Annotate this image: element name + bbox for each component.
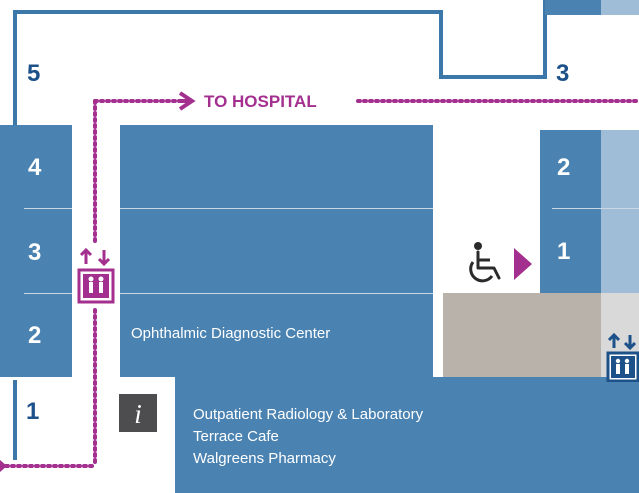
floor-3-label: 3 [28, 239, 42, 266]
floor-divider [120, 208, 433, 209]
right-floor-2-label: 2 [557, 154, 571, 181]
right-floor-1-label: 1 [557, 238, 571, 265]
right-floor-3-label: 3 [556, 60, 570, 87]
floor-divider [552, 208, 639, 209]
walgreens-pharmacy-label: Walgreens Pharmacy [193, 450, 336, 467]
floor-5-label: 5 [27, 60, 41, 87]
first-floor-block [175, 377, 639, 493]
first-floor-rooms: Outpatient Radiology & Laboratory Terrac… [193, 404, 423, 470]
info-icon: i [119, 394, 157, 432]
main-building-block [120, 125, 433, 377]
ophthalmic-diagnostic-center-label: Ophthalmic Diagnostic Center [131, 325, 331, 342]
upper-building-block [545, 0, 601, 15]
right-floor-column [540, 130, 602, 293]
elevator-icon [77, 244, 115, 309]
elevator-icon [606, 330, 639, 387]
wheelchair-accessible-icon [466, 240, 538, 291]
left-floor-column [0, 125, 72, 377]
floor-4-label: 4 [28, 154, 42, 181]
terrace-cafe-label: Terrace Cafe [193, 428, 279, 445]
right-floor-column-light [601, 130, 639, 293]
outpatient-radiology-label: Outpatient Radiology & Laboratory [193, 406, 424, 423]
floor-divider [120, 293, 433, 294]
gray-connector-area [443, 293, 602, 377]
floor-2-label: 2 [28, 322, 42, 349]
floor-1-label: 1 [26, 398, 40, 425]
floor-divider [24, 208, 72, 209]
svg-text:i: i [134, 399, 142, 429]
upper-building-block-light [601, 0, 639, 15]
floor-divider [24, 293, 72, 294]
to-hospital-label: TO HOSPITAL [204, 92, 317, 111]
